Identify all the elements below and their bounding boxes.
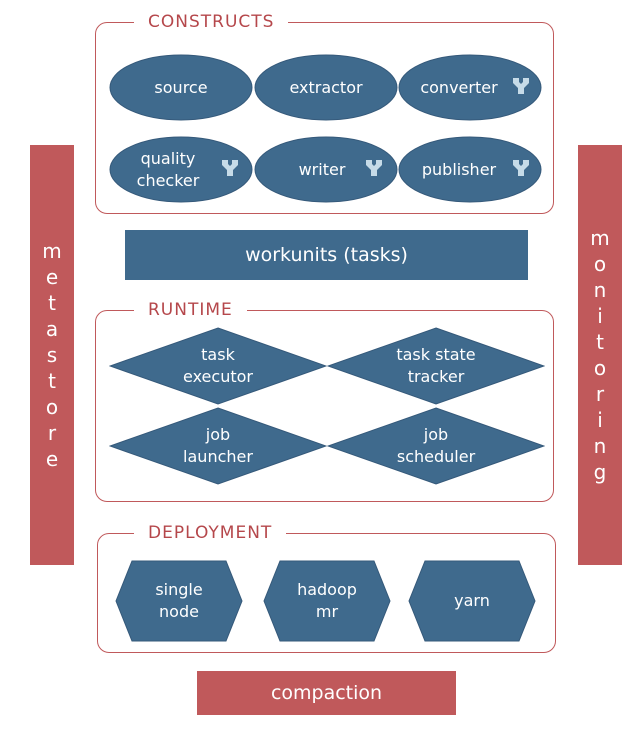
fork-icon [513,160,529,176]
construct-node-quality-checker: quality checker [109,136,253,203]
deployment-section: DEPLOYMENT [97,522,556,653]
monitoring-bar: m o n i t o r i n g [578,145,622,565]
metastore-label: m e t a s t o r e [42,239,62,471]
runtime-title: RUNTIME [134,299,247,321]
metastore-bar: m e t a s t o r e [30,145,74,565]
runtime-node-job-scheduler: job scheduler [327,407,545,485]
compaction-label: compaction [270,682,383,704]
fork-icon [366,160,382,176]
construct-node-extractor: extractor [254,54,398,121]
runtime-node-task-executor: task executor [109,327,327,405]
deployment-node-single-node: single node [115,560,243,642]
deployment-title: DEPLOYMENT [134,522,287,544]
construct-node-writer: writer [254,136,398,203]
monitoring-label: m o n i t o r i n g [590,226,610,484]
fork-icon [513,78,529,94]
construct-node-source: source [109,54,253,121]
deployment-node-yarn: yarn [408,560,536,642]
compaction-bar: compaction [197,671,456,715]
runtime-node-task-state-tracker: task state tracker [327,327,545,405]
fork-icon [222,160,238,176]
workunits-label: workunits (tasks) [245,244,408,266]
runtime-section: RUNTIME [95,299,554,502]
construct-node-publisher: publisher [398,136,542,203]
constructs-section: CONSTRUCTS [95,11,554,214]
construct-node-converter: converter [398,54,542,121]
deployment-node-hadoop-mr: hadoop mr [263,560,391,642]
constructs-title: CONSTRUCTS [134,11,289,33]
runtime-node-job-launcher: job launcher [109,407,327,485]
workunits-bar: workunits (tasks) [125,230,528,280]
